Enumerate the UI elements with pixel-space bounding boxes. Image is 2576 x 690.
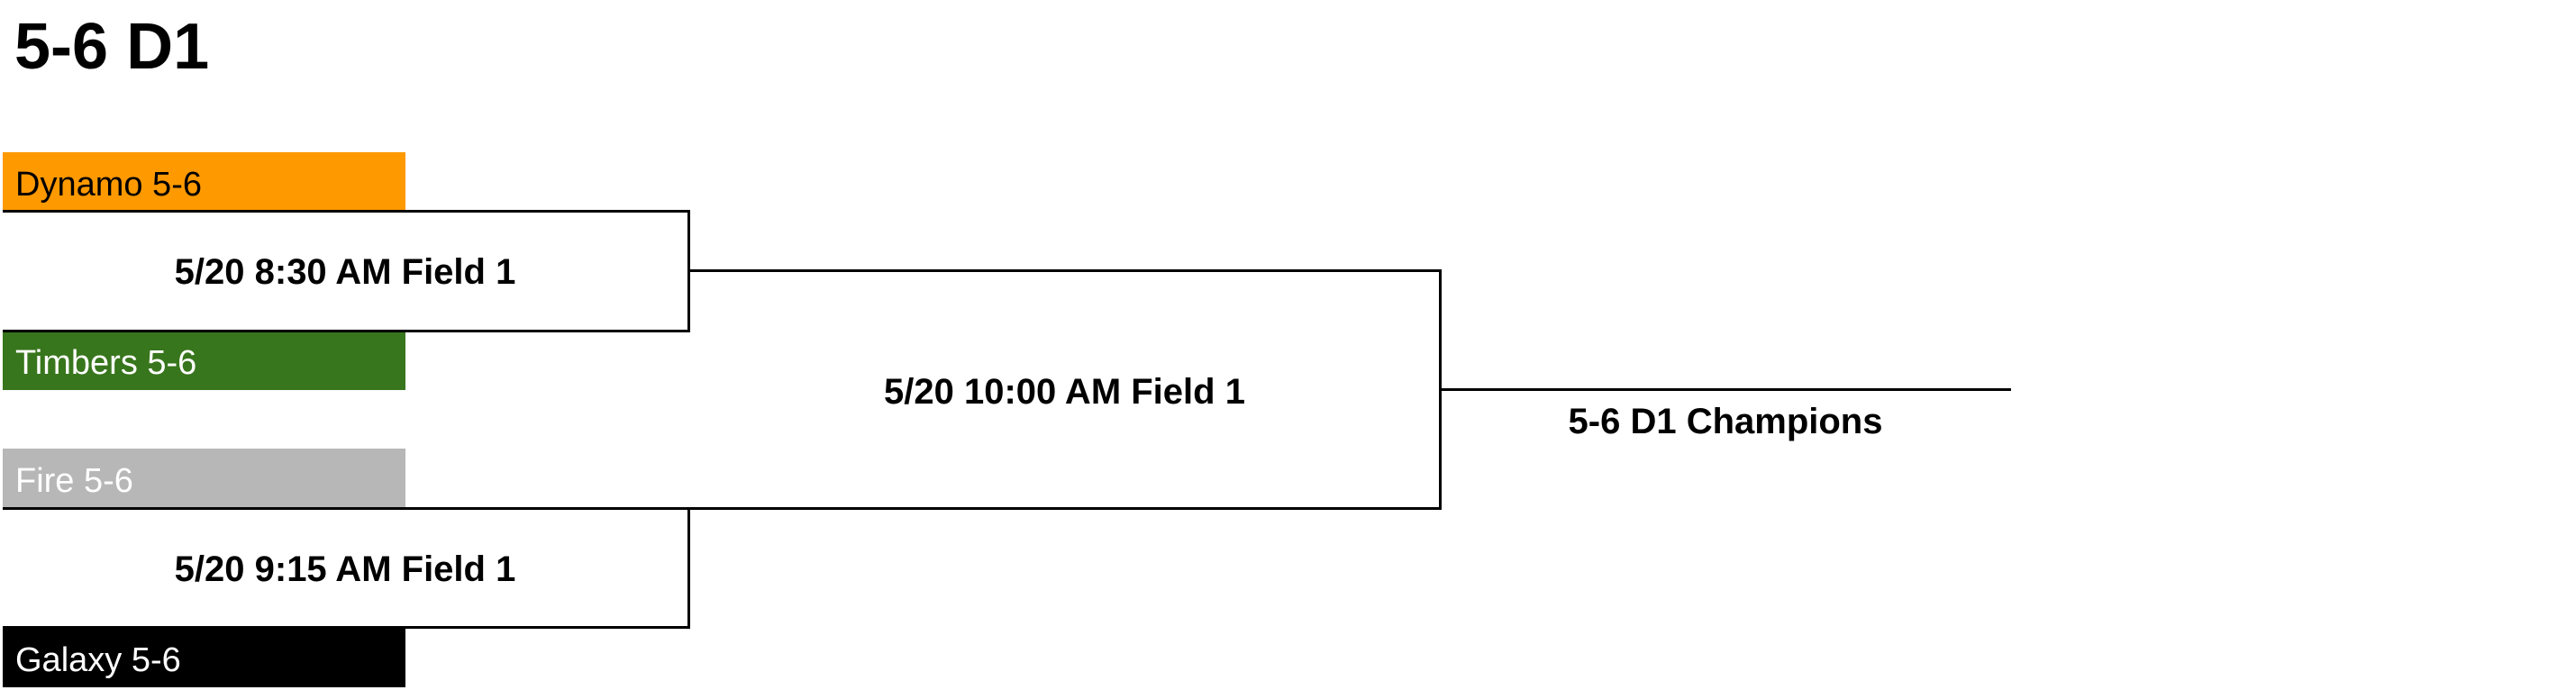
team-slot-fire: Fire 5-6 — [3, 449, 405, 508]
champion-line — [1439, 388, 2011, 391]
team-slot-timbers: Timbers 5-6 — [3, 331, 405, 390]
champion-label: 5-6 D1 Champions — [1568, 402, 1883, 441]
bracket-line — [687, 507, 690, 629]
game-label-match-2: 5/20 9:15 AM Field 1 — [174, 549, 516, 589]
bracket-line — [3, 626, 690, 629]
bracket-title: 5-6 D1 — [14, 11, 210, 83]
bracket-line — [3, 330, 690, 332]
bracket-line — [687, 269, 1442, 272]
game-label-match-1: 5/20 8:30 AM Field 1 — [174, 252, 516, 292]
bracket-line — [3, 210, 690, 213]
team-slot-dynamo: Dynamo 5-6 — [3, 152, 405, 212]
bracket-line — [3, 507, 1442, 510]
game-label-final: 5/20 10:00 AM Field 1 — [884, 372, 1245, 412]
team-slot-galaxy: Galaxy 5-6 — [3, 628, 405, 687]
